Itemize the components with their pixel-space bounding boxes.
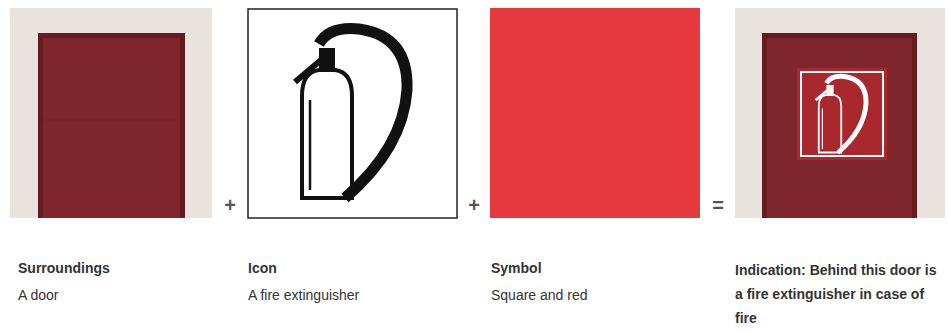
caption-block: SymbolSquare and red — [491, 258, 696, 314]
caption-block: Surroundings A door — [18, 258, 208, 314]
caption-heading: Indication: Behind this door is a fire e… — [735, 258, 943, 330]
door-photo — [10, 8, 212, 218]
operator-sign: + — [220, 195, 240, 215]
caption-heading: Surroundings — [18, 258, 208, 278]
operator-sign: + — [464, 195, 484, 215]
caption-text: A fire extinguisher — [248, 285, 453, 305]
caption-block: Icon A fire extinguisher — [248, 258, 453, 314]
caption-text: Square and red — [491, 285, 696, 305]
caption-text: A door — [18, 285, 208, 305]
operator-sign: = — [708, 195, 728, 215]
icon-panel — [248, 9, 457, 218]
caption-block: Indication: Behind this door is a fire e… — [735, 258, 943, 333]
door-with-sign — [735, 8, 945, 218]
red-square — [490, 8, 700, 218]
caption-heading: Icon — [248, 258, 453, 278]
caption-heading: Symbol — [491, 258, 696, 278]
